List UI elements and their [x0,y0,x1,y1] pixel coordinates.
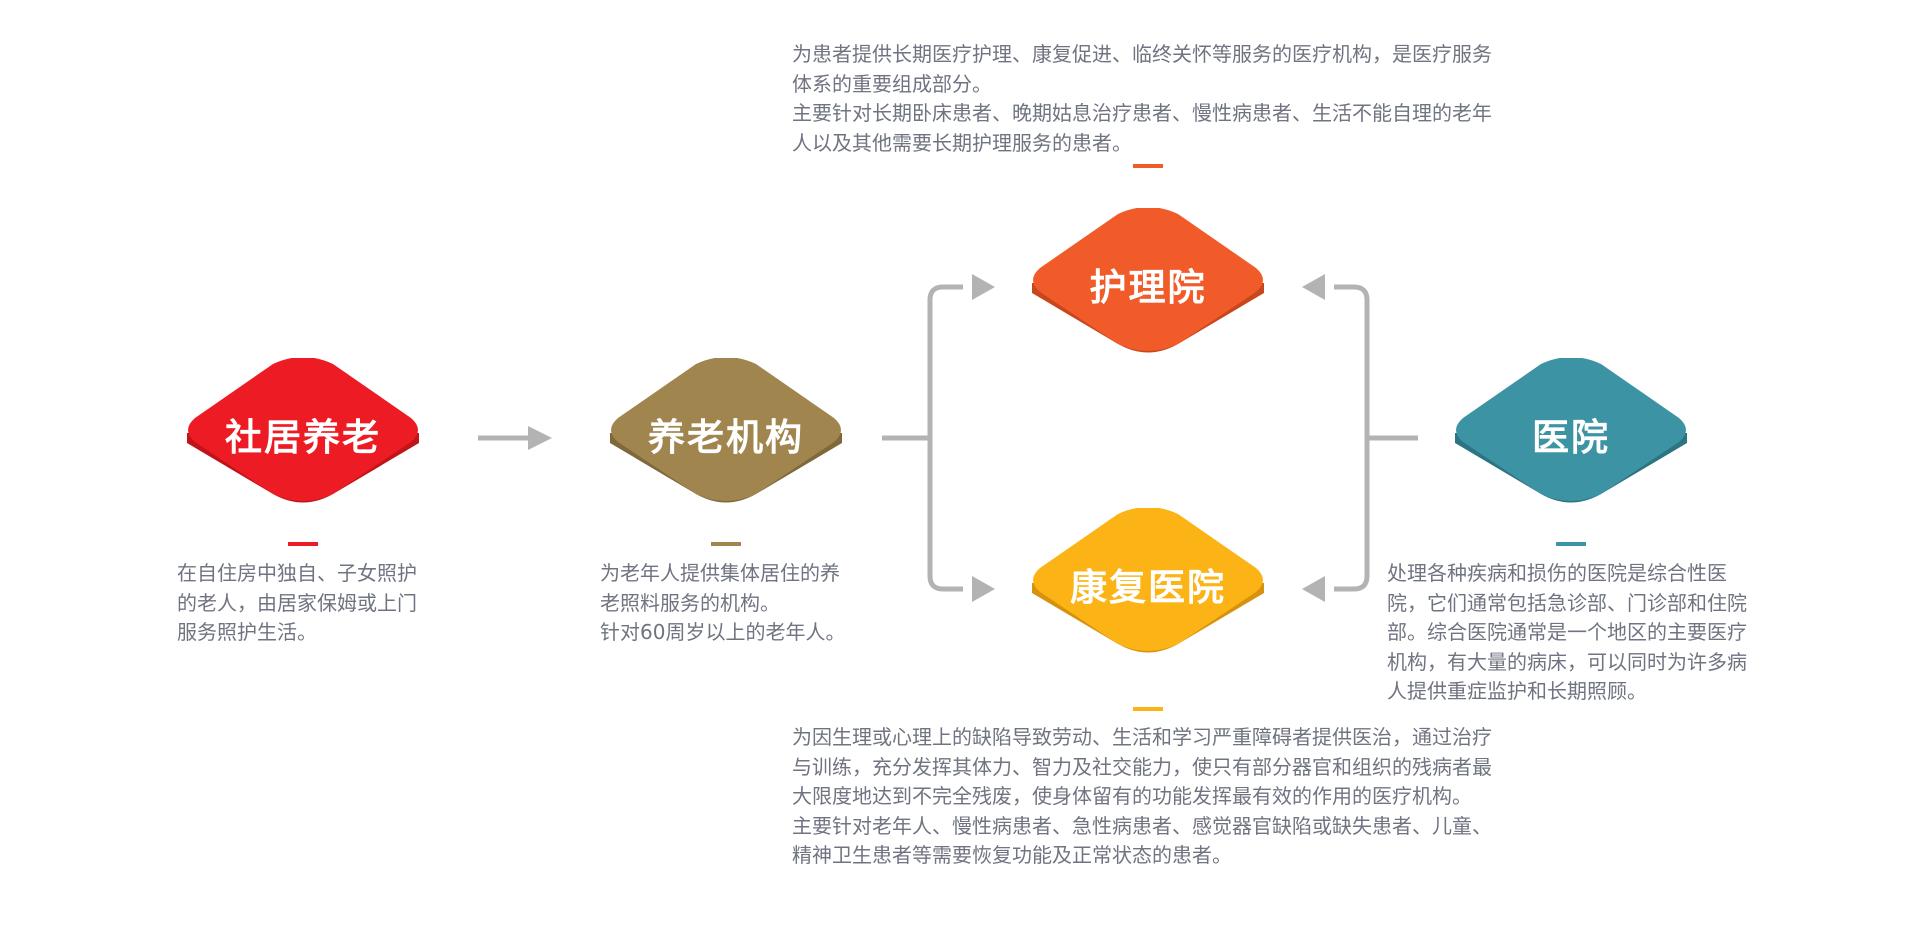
diamond-shape [187,358,419,503]
accent-mark-community [288,542,318,546]
arrowhead-right-institution [528,426,552,450]
diamond-shape [1455,358,1687,503]
description-paragraph: 处理各种疾病和损伤的医院是综合性医院，它们通常包括急诊部、门诊部和住院部。综合医… [1387,561,1747,703]
node-hospital: 医院 [1443,358,1699,518]
description-paragraph: 为老年人提供集体居住的养老照料服务的机构。 [600,561,840,615]
accent-mark-rehab-hospital [1133,707,1163,711]
description-elderly-institution: 为老年人提供集体居住的养老照料服务的机构。 针对60周岁以上的老年人。 [600,559,856,648]
diamond-shape [1032,208,1264,353]
description-hospital: 处理各种疾病和损伤的医院是综合性医院，它们通常包括急诊部、门诊部和住院部。综合医… [1387,559,1753,707]
description-paragraph: 为患者提供长期医疗护理、康复促进、临终关怀等服务的医疗机构，是医疗服务体系的重要… [792,42,1492,96]
description-paragraph: 为因生理或心理上的缺陷导致劳动、生活和学习严重障碍者提供医治，通过治疗与训练，充… [792,725,1492,808]
node-title: 社居养老 [225,416,381,459]
node-nursing-home: 护理院 [1020,208,1276,368]
description-paragraph: 主要针对老年人、慢性病患者、急性病患者、感觉器官缺陷或缺失患者、儿童、精神卫生患… [792,813,1492,868]
arrow-heads [528,274,1325,602]
node-title: 护理院 [1089,266,1207,309]
description-community: 在自住房中独自、子女照护的老人，由居家保姆或上门服务照护生活。 [177,559,417,648]
node-title: 康复医院 [1070,566,1226,609]
description-rehab-hospital: 为因生理或心理上的缺陷导致劳动、生活和学习严重障碍者提供医治，通过治疗与训练，充… [792,723,1502,871]
accent-mark-elderly-institution [711,542,741,546]
description-paragraph: 针对60周岁以上的老年人。 [600,620,846,644]
arrowhead-to-nursing-home [972,274,995,300]
arrowhead-to-nursing-home-from-hospital [1302,274,1325,300]
accent-mark-nursing-home [1133,164,1163,168]
node-elderly-institution: 养老机构 [598,358,854,518]
description-nursing-home: 为患者提供长期医疗护理、康复促进、临终关怀等服务的医疗机构，是医疗服务体系的重要… [792,40,1502,158]
node-rehab-hospital: 康复医院 [1020,508,1276,668]
description-paragraph: 主要针对长期卧床患者、晚期姑息治疗患者、慢性病患者、生活不能自理的老年人以及其他… [792,101,1492,155]
accent-mark-hospital [1556,542,1586,546]
arrowhead-to-rehab-from-hospital [1302,576,1325,602]
arrowhead-to-rehab-from-institution [972,576,995,602]
connector-hospital-split [1334,284,1418,592]
node-title: 医院 [1532,416,1610,459]
node-title: 养老机构 [648,416,804,459]
diamond-shape [610,358,842,503]
connector-institution-split [882,284,963,592]
node-community-care: 社居养老 [175,358,431,518]
description-paragraph: 在自住房中独自、子女照护的老人，由居家保姆或上门服务照护生活。 [177,561,417,644]
diamond-shape [1032,508,1264,653]
connector-lines [478,284,1418,592]
